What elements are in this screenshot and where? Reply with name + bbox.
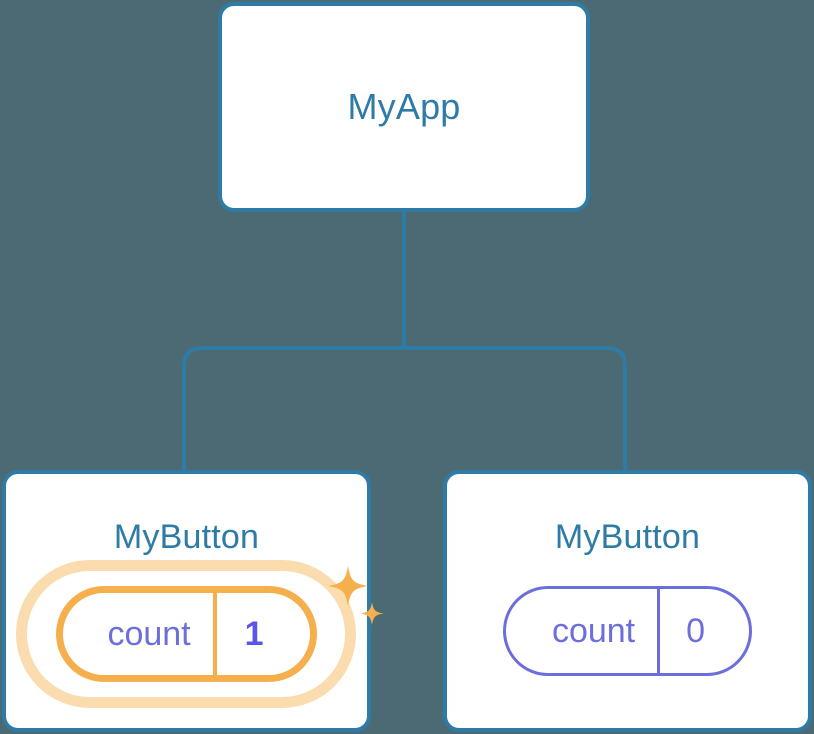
state-pill-value: 1	[212, 593, 310, 675]
component-node-mybutton-left[interactable]: MyButton count 1	[2, 470, 384, 732]
state-pill-key: count	[107, 615, 191, 653]
state-pill-value: 0	[657, 589, 749, 673]
state-pill-wrapper: count 1	[16, 560, 384, 708]
sparkles-icon	[328, 566, 384, 625]
component-node-title: MyButton	[554, 518, 701, 556]
state-pill-count[interactable]: count 0	[502, 586, 753, 676]
sparkle-small	[360, 602, 384, 625]
sparkle-large	[328, 566, 369, 606]
component-node-myapp[interactable]: MyApp	[218, 2, 590, 212]
connector-branch-bar	[182, 346, 627, 470]
component-node-mybutton-right[interactable]: MyButton count 0	[443, 470, 812, 732]
state-pill-wrapper: count 0	[502, 586, 753, 676]
state-pill-count-highlighted[interactable]: count 1	[56, 586, 317, 682]
state-pill-key: count	[551, 612, 636, 650]
component-node-title: MyButton	[113, 518, 260, 556]
component-node-title: MyApp	[347, 86, 461, 127]
